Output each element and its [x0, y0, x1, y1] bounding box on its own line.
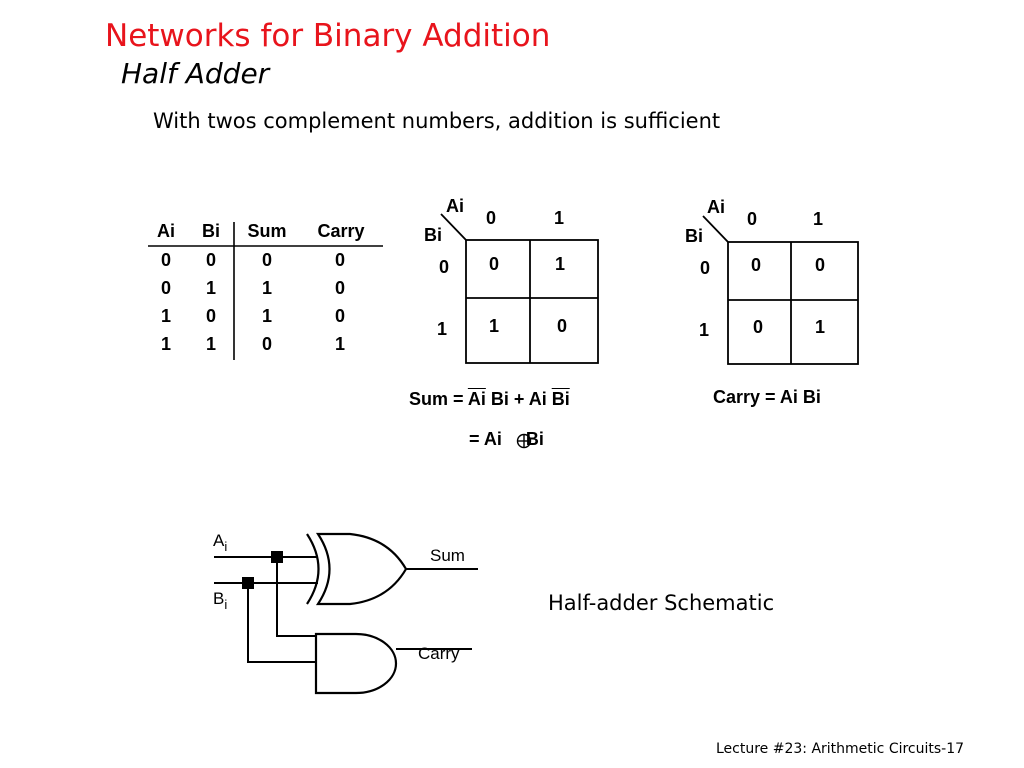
tt-header-carry: Carry [317, 221, 365, 241]
kmap-sum-row-label: 1 [436, 319, 447, 339]
kmap-carry-row-label: 0 [699, 258, 710, 278]
kmap-sum-col-var: Ai [446, 196, 464, 216]
tt-cell: 1 [261, 306, 272, 326]
tt-cell: 0 [261, 250, 272, 270]
kmap-carry-cell: 0 [752, 317, 763, 337]
carry-equation: Carry = Ai Bi [713, 387, 821, 407]
sum-output-label: Sum [430, 546, 465, 565]
tt-cell: 1 [205, 278, 216, 298]
tt-header-sum: Sum [247, 221, 287, 241]
kmap-carry-row-var: Bi [685, 226, 703, 246]
tt-cell: 0 [334, 306, 345, 326]
xor-operator-icon [516, 433, 532, 449]
slide-footer: Lecture #23: Arithmetic Circuits-17 [716, 741, 965, 757]
tt-cell: 1 [205, 334, 216, 354]
tt-cell: 1 [261, 278, 272, 298]
kmap-sum-col-label: 0 [485, 208, 496, 228]
tt-cell: 1 [160, 334, 171, 354]
tt-cell: 0 [205, 250, 216, 270]
kmap-sum-row-label: 0 [438, 257, 449, 277]
and-gate-icon [314, 632, 398, 695]
sum-eq-prefix: Sum = [409, 389, 468, 409]
kmap-sum-cell: 0 [556, 316, 567, 336]
schematic-wires [214, 556, 478, 663]
input-b-label: Bi [213, 589, 228, 612]
slide-subtitle: Half Adder [121, 57, 270, 90]
tt-cell: 0 [334, 250, 345, 270]
tt-cell: 1 [160, 306, 171, 326]
kmap-sum-row-var: Bi [424, 225, 442, 245]
kmap-sum-col-label: 1 [553, 208, 564, 228]
kmap-carry-col-label: 1 [812, 209, 823, 229]
xor-gate-icon [306, 532, 408, 606]
junction-dot [271, 551, 283, 563]
kmap-sum-cell: 1 [554, 254, 565, 274]
kmap-carry-grid [702, 215, 859, 365]
tt-cell: 0 [261, 334, 272, 354]
tt-cell: 0 [334, 278, 345, 298]
sum-equation: Sum = Ai Bi + Ai Bi [409, 389, 570, 410]
sum-eq-term1b: Bi + Ai [485, 389, 552, 409]
kmap-carry-cell: 0 [814, 255, 825, 275]
kmap-carry-col-var: Ai [707, 197, 725, 217]
kmap-carry-cell: 0 [750, 255, 761, 275]
sum-eq-term1a: Ai [467, 389, 486, 409]
tt-header-bi: Bi [202, 221, 220, 241]
kmap-carry-col-label: 0 [746, 209, 757, 229]
tt-cell: 1 [334, 334, 345, 354]
input-a-label: Ai [213, 531, 228, 554]
sum-eq-term2b: Bi [551, 389, 570, 409]
slide-title: Networks for Binary Addition [105, 18, 551, 54]
intro-text: With twos complement numbers, addition i… [153, 109, 721, 133]
junction-dot [242, 577, 254, 589]
kmap-carry-row-label: 1 [698, 320, 709, 340]
kmap-sum-cell: 1 [488, 316, 499, 336]
sum2-prefix: = Ai [469, 429, 507, 449]
kmap-sum-grid [440, 213, 599, 364]
tt-cell: 0 [205, 306, 216, 326]
schematic-caption: Half-adder Schematic [548, 591, 775, 615]
kmap-carry-cell: 1 [814, 317, 825, 337]
tt-cell: 0 [160, 250, 171, 270]
tt-header-ai: Ai [157, 221, 175, 241]
tt-cell: 0 [160, 278, 171, 298]
kmap-sum-cell: 0 [488, 254, 499, 274]
